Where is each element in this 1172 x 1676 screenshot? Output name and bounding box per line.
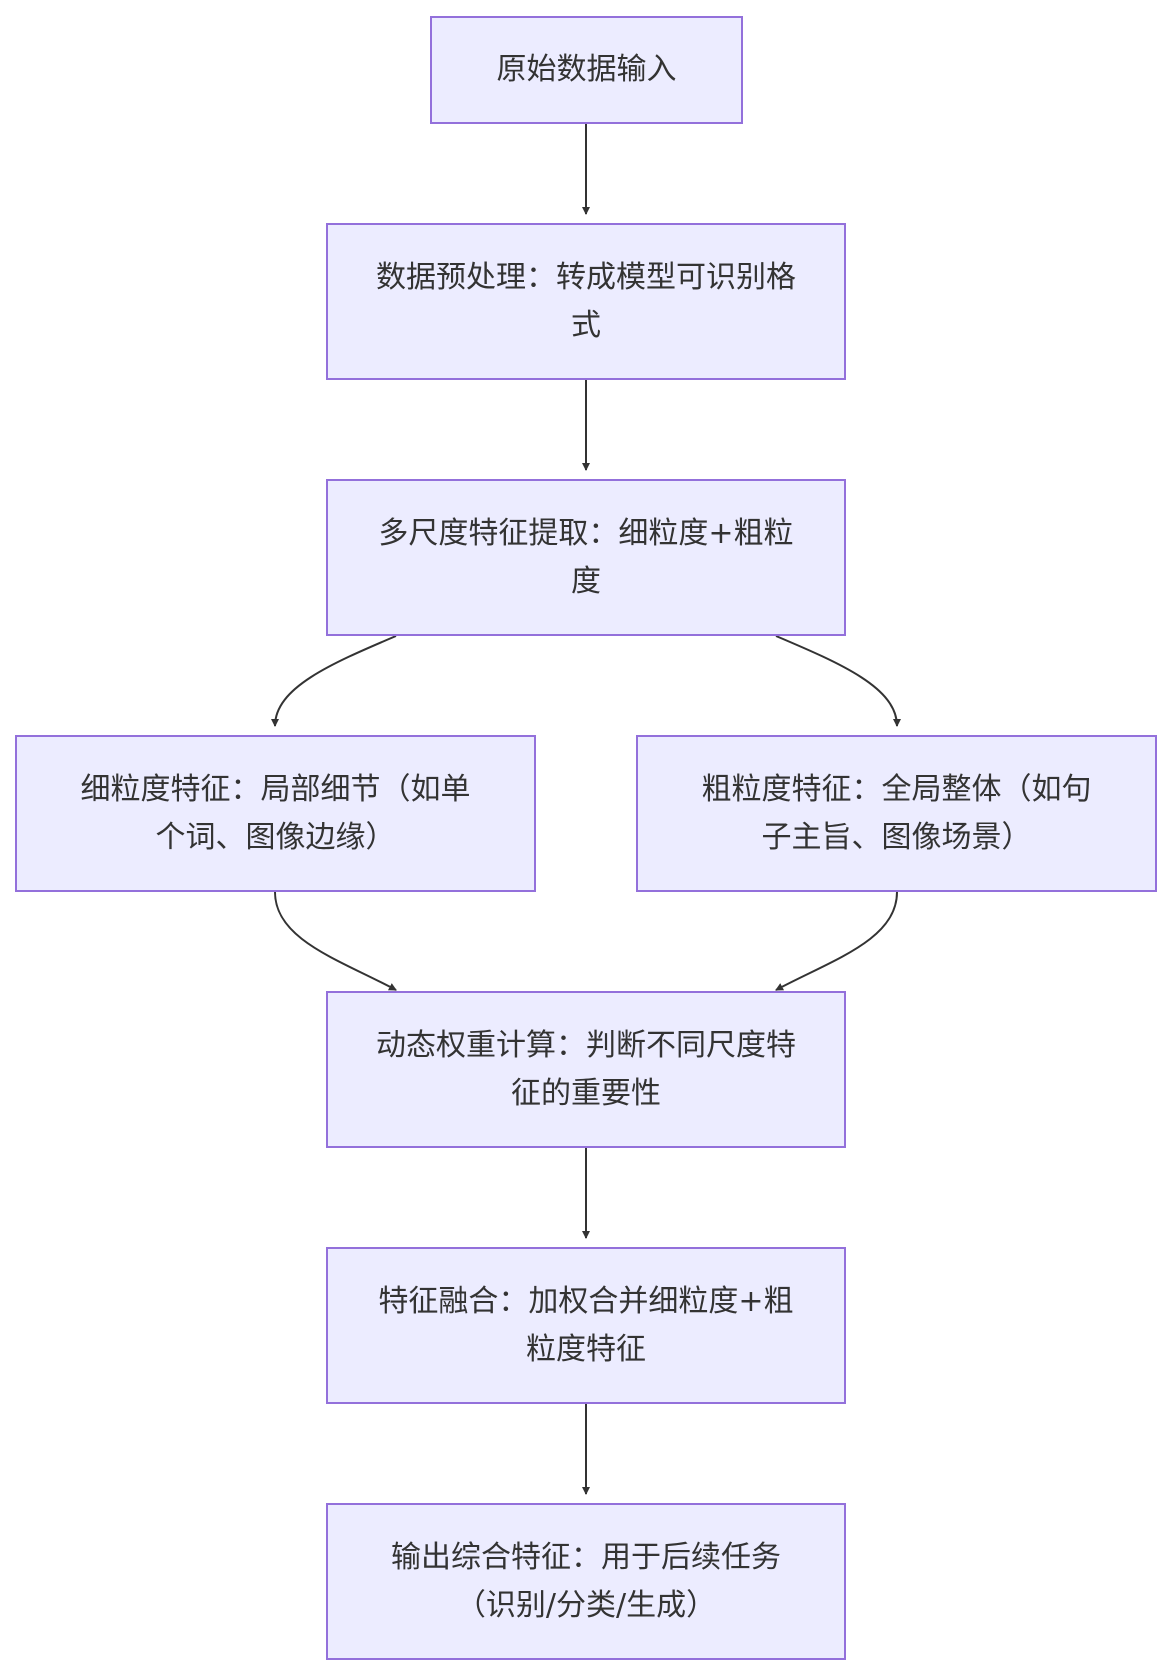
node-raw-data-input: 原始数据输入 (430, 16, 743, 124)
node-multiscale-feature-extraction: 多尺度特征提取：细粒度+粗粒度 (326, 479, 846, 636)
node-coarse-grained-features: 粗粒度特征：全局整体（如句子主旨、图像场景） (636, 735, 1157, 892)
node-dynamic-weighting: 动态权重计算：判断不同尺度特征的重要性 (326, 991, 846, 1148)
node-output-features: 输出综合特征：用于后续任务（识别/分类/生成） (326, 1503, 846, 1660)
node-label: 动态权重计算：判断不同尺度特征的重要性 (376, 1027, 796, 1111)
node-label: 细粒度特征：局部细节（如单个词、图像边缘） (80, 771, 471, 855)
node-feature-fusion: 特征融合：加权合并细粒度+粗粒度特征 (326, 1247, 846, 1404)
node-label: 特征融合：加权合并细粒度+粗粒度特征 (378, 1283, 794, 1367)
node-fine-grained-features: 细粒度特征：局部细节（如单个词、图像边缘） (15, 735, 536, 892)
node-label: 输出综合特征：用于后续任务（识别/分类/生成） (391, 1539, 781, 1623)
node-preprocessing: 数据预处理：转成模型可识别格式 (326, 223, 846, 380)
edge-n3-n5 (775, 635, 901, 727)
node-label: 原始数据输入 (496, 52, 677, 87)
node-label: 数据预处理：转成模型可识别格式 (376, 259, 796, 343)
edge-n5-n6 (775, 891, 898, 991)
node-label: 粗粒度特征：全局整体（如句子主旨、图像场景） (701, 771, 1092, 855)
edge-n4-n6 (274, 891, 397, 991)
edge-n3-n4 (271, 635, 397, 727)
node-label: 多尺度特征提取：细粒度+粗粒度 (378, 515, 794, 599)
